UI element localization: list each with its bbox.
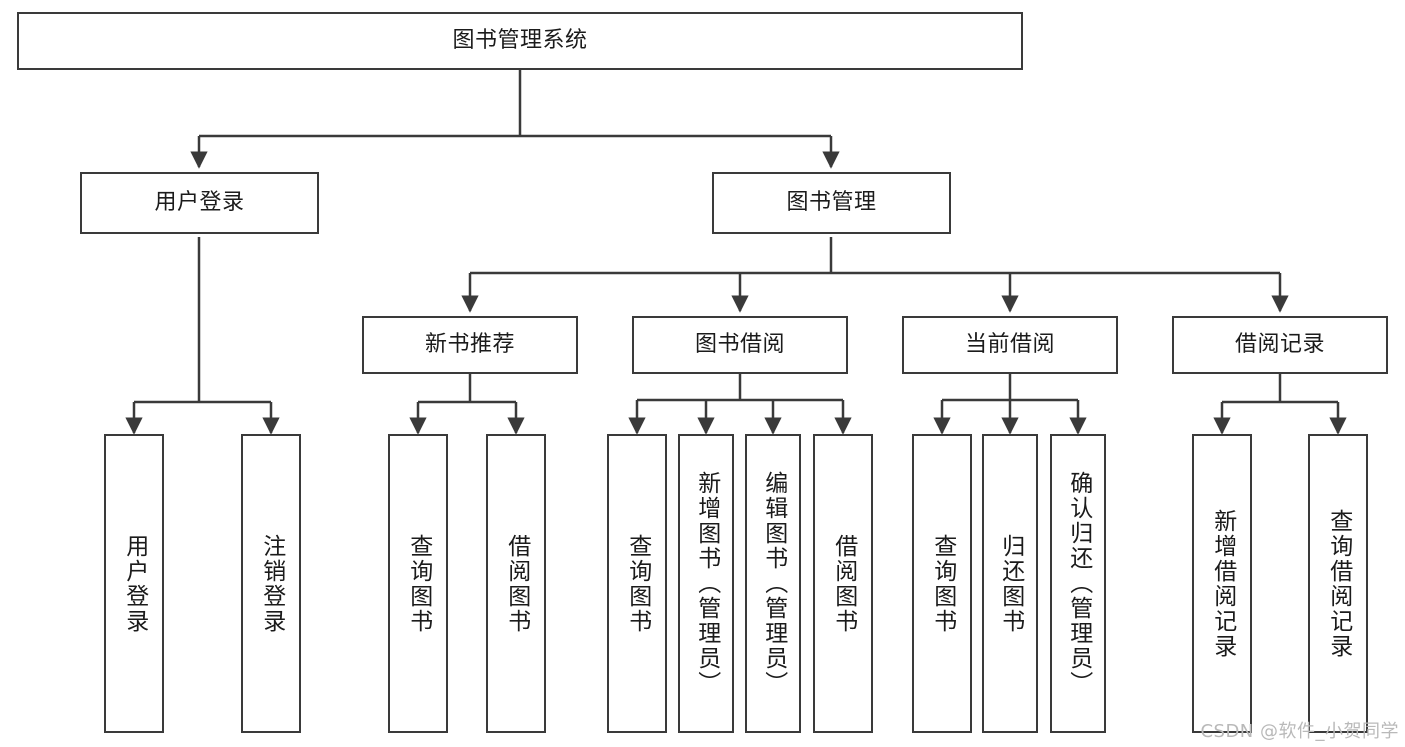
node-user-login[interactable]: 用户登录 (80, 172, 319, 234)
node-root[interactable]: 图书管理系统 (17, 12, 1023, 70)
node-leaf-query-book-3[interactable]: 查询图书 (912, 434, 972, 733)
node-current-borrow[interactable]: 当前借阅 (902, 316, 1118, 374)
node-leaf-add-record[interactable]: 新增借阅记录 (1192, 434, 1252, 733)
node-leaf-add-book-label: 新增图书（管理员） (693, 471, 720, 696)
node-leaf-return-book-label: 归还图书 (997, 533, 1024, 634)
node-book-borrow-label: 图书借阅 (694, 332, 785, 358)
node-leaf-add-book[interactable]: 新增图书（管理员） (678, 434, 734, 733)
node-new-book-rec[interactable]: 新书推荐 (362, 316, 578, 374)
node-leaf-query-book-2[interactable]: 查询图书 (607, 434, 667, 733)
node-leaf-borrow-book-1-label: 借阅图书 (503, 533, 530, 634)
node-leaf-confirm-return-label: 确认归还（管理员） (1065, 471, 1092, 696)
node-leaf-edit-book[interactable]: 编辑图书（管理员） (745, 434, 801, 733)
node-leaf-query-book-1-label: 查询图书 (405, 533, 432, 634)
node-current-borrow-label: 当前借阅 (964, 332, 1055, 358)
node-leaf-confirm-return[interactable]: 确认归还（管理员） (1050, 434, 1106, 733)
node-book-manage-label: 图书管理 (786, 190, 877, 216)
node-leaf-user-login-label: 用户登录 (121, 533, 148, 634)
node-leaf-borrow-book-1[interactable]: 借阅图书 (486, 434, 546, 733)
node-leaf-logout-login[interactable]: 注销登录 (241, 434, 301, 733)
node-root-label: 图书管理系统 (452, 28, 588, 54)
node-new-book-rec-label: 新书推荐 (424, 332, 515, 358)
node-leaf-query-book-2-label: 查询图书 (624, 533, 651, 634)
watermark-text: CSDN @软件_小贺同学 (1200, 721, 1399, 742)
node-borrow-record-label: 借阅记录 (1234, 332, 1325, 358)
node-leaf-borrow-book-2[interactable]: 借阅图书 (813, 434, 873, 733)
node-borrow-record[interactable]: 借阅记录 (1172, 316, 1388, 374)
node-leaf-borrow-book-2-label: 借阅图书 (830, 533, 857, 634)
node-leaf-query-book-3-label: 查询图书 (929, 533, 956, 634)
node-leaf-edit-book-label: 编辑图书（管理员） (760, 471, 787, 696)
node-leaf-query-record[interactable]: 查询借阅记录 (1308, 434, 1368, 733)
node-leaf-query-book-1[interactable]: 查询图书 (388, 434, 448, 733)
node-leaf-logout-login-label: 注销登录 (258, 533, 285, 634)
node-leaf-query-record-label: 查询借阅记录 (1325, 508, 1352, 659)
node-book-manage[interactable]: 图书管理 (712, 172, 951, 234)
node-leaf-add-record-label: 新增借阅记录 (1209, 508, 1236, 659)
node-leaf-user-login[interactable]: 用户登录 (104, 434, 164, 733)
node-leaf-return-book[interactable]: 归还图书 (982, 434, 1038, 733)
node-user-login-label: 用户登录 (154, 190, 245, 216)
node-book-borrow[interactable]: 图书借阅 (632, 316, 848, 374)
